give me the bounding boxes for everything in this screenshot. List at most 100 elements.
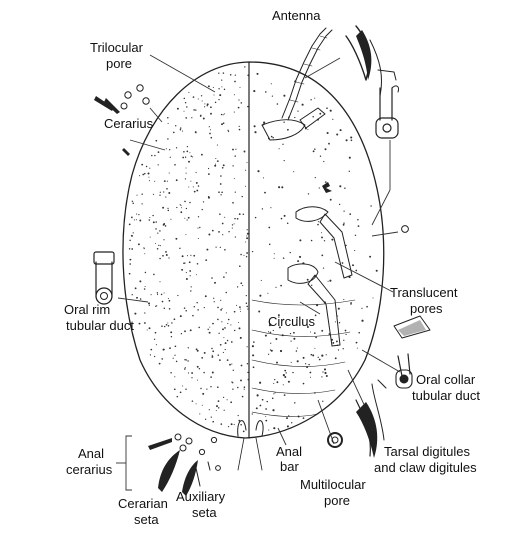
- pore-dot: [232, 388, 234, 390]
- pore-dot: [218, 88, 220, 90]
- pore-dot: [361, 319, 364, 322]
- pore-dot: [239, 336, 242, 339]
- pore-dot: [220, 423, 223, 425]
- pore-dot: [256, 72, 259, 75]
- pore-dot: [322, 267, 325, 269]
- pore-dot: [139, 298, 142, 300]
- pore-dot: [167, 138, 169, 140]
- pore-dot: [294, 116, 296, 119]
- pore-dot: [168, 299, 171, 302]
- pore-dot: [170, 372, 172, 374]
- pore-dot: [215, 410, 217, 412]
- pore-dot: [279, 349, 283, 353]
- pore-dot: [350, 139, 353, 142]
- pore-dot: [276, 381, 279, 384]
- pore-dot: [337, 349, 340, 351]
- pore-dot: [232, 148, 234, 151]
- pore-dot: [234, 155, 236, 157]
- pore-dot: [219, 94, 222, 97]
- pore-dot: [177, 294, 179, 297]
- pore-dot: [164, 225, 167, 227]
- label-trilocular-pore-1: Trilocular: [90, 40, 144, 55]
- pore-dot: [129, 258, 132, 261]
- pore-dot: [224, 249, 226, 251]
- pore-dot: [264, 191, 266, 194]
- segment-lines: [251, 299, 356, 417]
- pore-dot: [193, 306, 195, 308]
- pore-dot: [317, 223, 319, 226]
- pore-dot: [278, 148, 280, 150]
- pore-dot: [185, 234, 187, 236]
- label-antenna: Antenna: [272, 8, 321, 23]
- pore-dot: [211, 277, 213, 279]
- label-anal-bar-1: Anal: [276, 444, 302, 459]
- pore-dot: [309, 376, 311, 378]
- pore-dot: [218, 72, 220, 74]
- pore-dot: [185, 207, 188, 210]
- pore-dot: [230, 401, 233, 404]
- pore-dot: [165, 251, 167, 253]
- pore-dot: [313, 332, 316, 334]
- pore-dot: [139, 219, 142, 222]
- pore-dot: [238, 128, 241, 131]
- pore-dot: [184, 178, 187, 180]
- pore-dot: [245, 169, 247, 171]
- pore-dot: [169, 156, 171, 158]
- pore-dot: [284, 369, 287, 372]
- label-translucent-2: pores: [410, 301, 443, 316]
- pore-dot: [259, 294, 262, 297]
- pore-dot: [267, 353, 270, 355]
- pore-dot: [174, 164, 176, 166]
- pore-dot: [260, 279, 262, 281]
- pore-dot: [155, 228, 157, 230]
- pore-dot: [148, 304, 150, 306]
- pore-dot: [329, 109, 332, 112]
- pore-dot: [222, 122, 225, 124]
- pore-dot: [191, 372, 194, 374]
- pore-dot: [211, 347, 213, 350]
- pore-dot: [195, 403, 197, 405]
- pore-dot: [283, 394, 286, 396]
- pore-dot: [212, 350, 215, 353]
- pore-dot: [218, 332, 220, 334]
- pore-dot: [215, 157, 217, 160]
- pore-dot: [322, 371, 324, 373]
- pore-dot: [152, 193, 155, 195]
- label-cerarian-2: seta: [134, 512, 159, 527]
- pore-dot: [237, 414, 239, 417]
- pore-dot: [253, 125, 256, 128]
- pore-dot: [343, 298, 345, 300]
- pore-dot: [323, 368, 327, 371]
- pore-dot: [268, 429, 270, 431]
- pore-dot: [289, 332, 292, 335]
- pore-dot: [321, 354, 324, 357]
- pore-dot: [312, 354, 315, 357]
- pore-dot: [245, 256, 248, 258]
- pore-dot: [179, 127, 182, 129]
- pore-dot: [240, 310, 242, 312]
- pore-dot: [208, 233, 211, 236]
- pore-dot: [184, 101, 187, 104]
- pore-dot: [241, 395, 244, 398]
- pore-dot: [302, 356, 305, 359]
- pore-dot: [208, 173, 210, 176]
- pore-dot: [174, 125, 177, 127]
- pore-dot: [149, 167, 151, 169]
- pore-dot: [226, 339, 229, 342]
- pore-dot: [184, 217, 186, 219]
- pore-dot: [223, 337, 225, 339]
- pore-dot: [254, 216, 257, 219]
- pore-dot: [274, 378, 276, 381]
- pore-dot: [315, 336, 317, 339]
- pore-dot: [210, 385, 212, 388]
- pore-dot: [281, 186, 284, 189]
- pore-dot: [195, 172, 197, 174]
- pore-dot: [296, 316, 298, 319]
- pore-dot: [186, 219, 188, 221]
- pore-dot: [132, 202, 134, 204]
- pore-dot: [247, 74, 250, 77]
- pore-dot: [234, 217, 236, 220]
- pore-dot: [204, 103, 206, 105]
- label-circulus: Circulus: [268, 314, 315, 329]
